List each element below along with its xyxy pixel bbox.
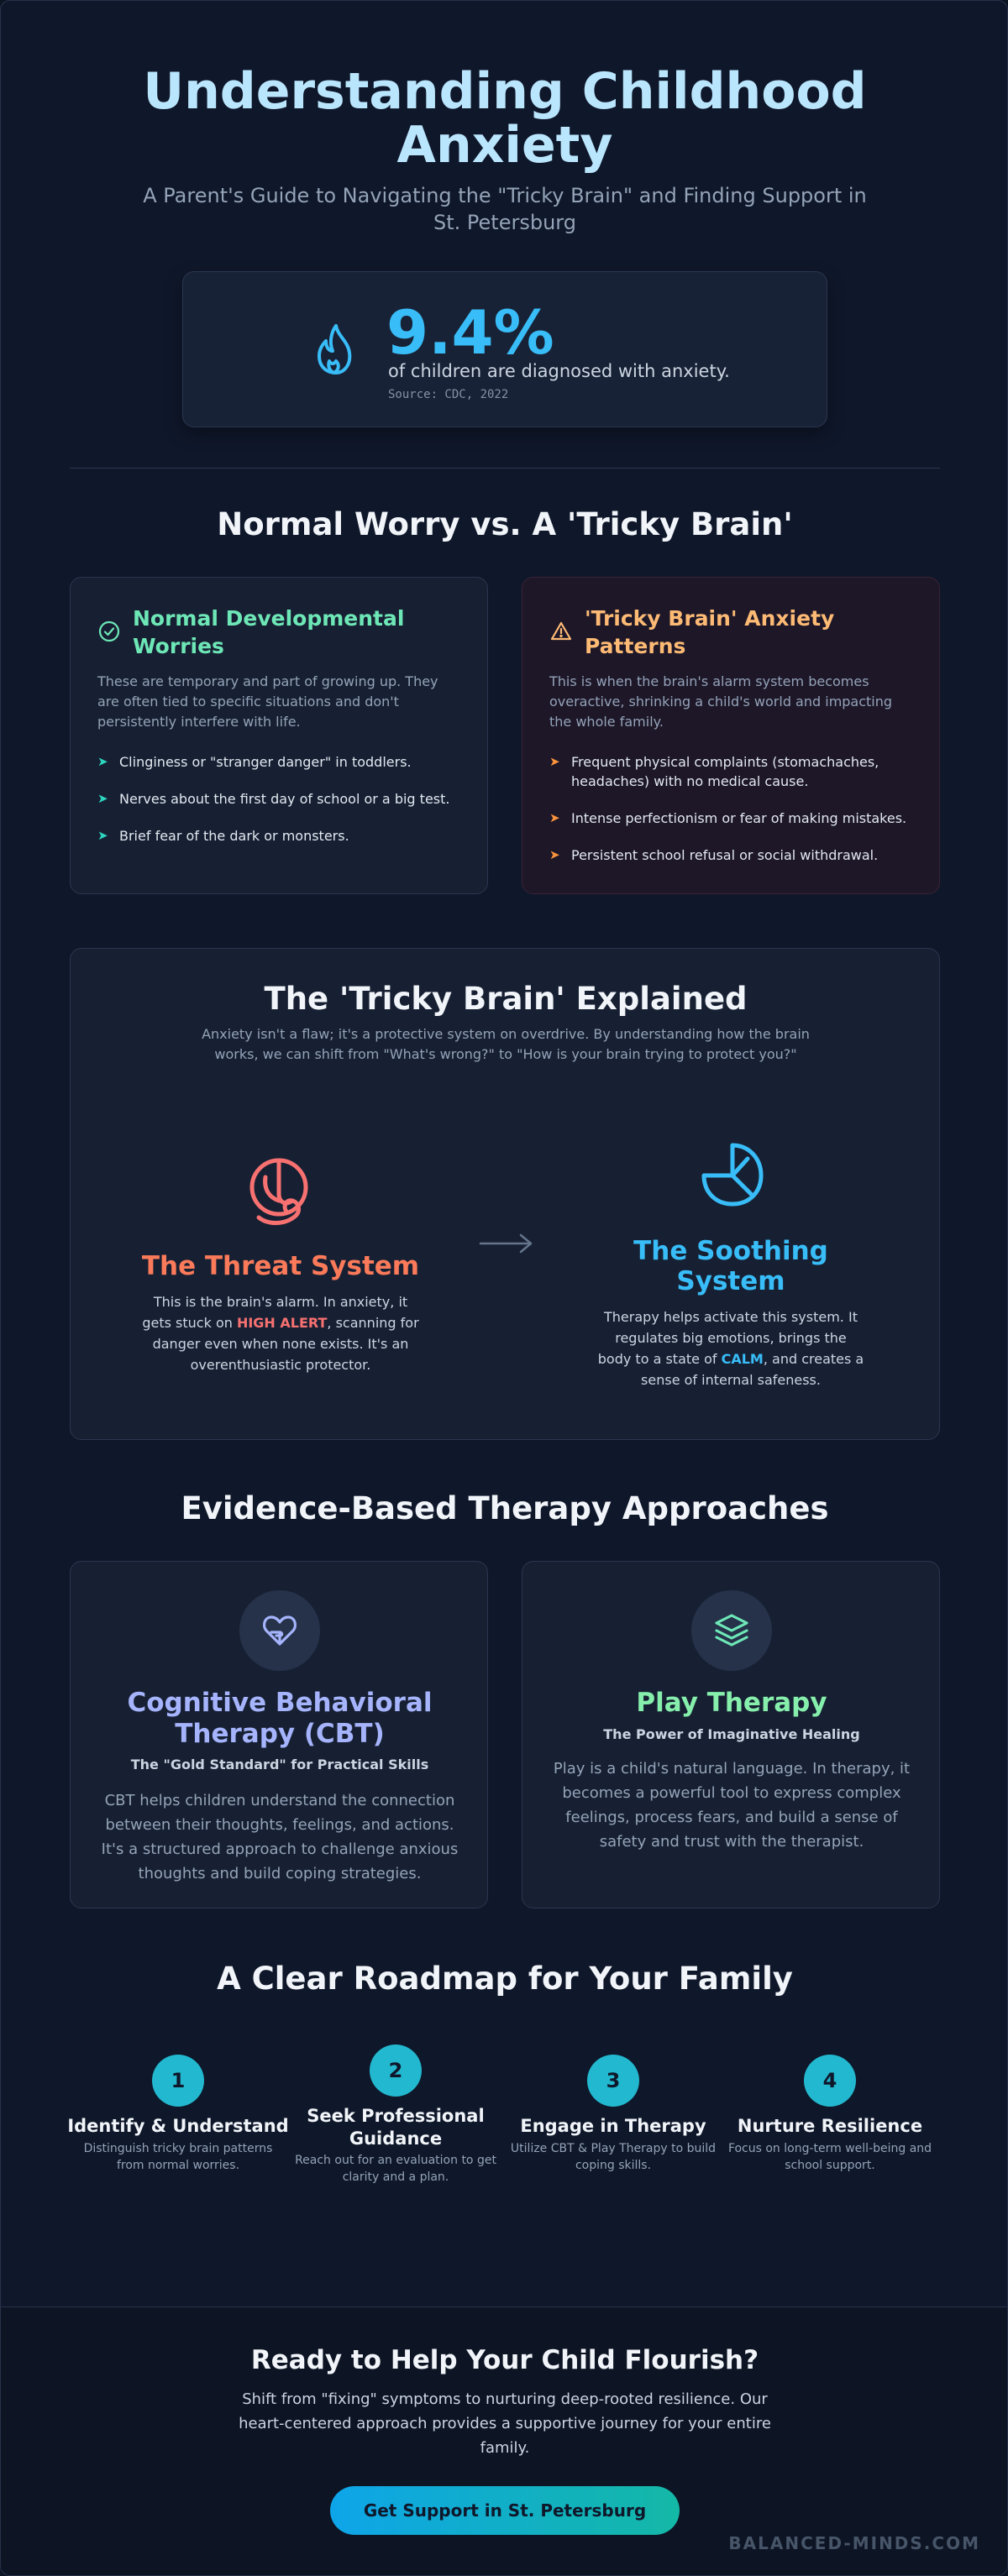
step-description: Reach out for an evaluation to get clari… <box>295 2154 496 2184</box>
page-subtitle: A Parent's Guide to Navigating the "Tric… <box>143 184 867 234</box>
arrow-right-icon <box>479 1233 533 1254</box>
stat-card: 9.4% of children are diagnosed with anxi… <box>182 271 827 427</box>
roadmap-title: A Clear Roadmap for Your Family <box>217 1961 793 1997</box>
section-divider <box>70 468 940 469</box>
warning-triangle-icon <box>550 621 572 641</box>
stat-text: of children are diagnosed with anxiety. <box>388 361 730 381</box>
calm-highlight: CALM <box>721 1351 764 1367</box>
brand-url: BALANCED-MINDS.COM <box>728 2533 980 2553</box>
step-number-badge: 4 <box>804 2055 856 2107</box>
flame-icon <box>318 324 352 374</box>
get-support-button[interactable]: Get Support in St. Petersburg <box>330 2486 680 2535</box>
soothing-system-description: Therapy helps activate this system. It r… <box>597 1309 864 1388</box>
stat-value: 9.4% <box>386 297 554 368</box>
comparison-title: Normal Worry vs. A 'Tricky Brain' <box>217 506 793 542</box>
layers-icon <box>715 1614 748 1647</box>
soothing-shell-icon <box>701 1143 764 1207</box>
step-description: Utilize CBT & Play Therapy to build copi… <box>510 2142 717 2172</box>
chevron-right-icon: ➤ <box>549 847 560 862</box>
step-number-badge: 1 <box>152 2055 204 2107</box>
cbt-icon-badge <box>239 1590 320 1671</box>
normal-worries-description: These are temporary and part of growing … <box>97 673 438 730</box>
list-item: ➤Persistent school refusal or social wit… <box>549 847 879 863</box>
explained-description: Anxiety isn't a flaw; it's a protective … <box>202 1026 810 1062</box>
play-therapy-subtitle: The Power of Imaginative Healing <box>603 1726 860 1742</box>
step-title: Nurture Resilience <box>737 2116 923 2136</box>
play-therapy-icon-badge <box>691 1590 772 1671</box>
step-number-badge: 3 <box>587 2055 639 2107</box>
chevron-right-icon: ➤ <box>97 791 108 806</box>
normal-worries-card: Normal Developmental Worries These are t… <box>70 577 488 894</box>
chevron-right-icon: ➤ <box>97 754 108 769</box>
page-title-line1: Understanding Childhood <box>143 62 867 121</box>
list-item: ➤Brief fear of the dark or monsters. <box>97 828 349 844</box>
cta-title: Ready to Help Your Child Flourish? <box>250 2345 759 2375</box>
step-title: Identify & Understand <box>67 2116 289 2136</box>
cbt-description: CBT helps children understand the connec… <box>101 1792 459 1882</box>
page-title: Understanding Childhood Anxiety <box>1 62 1007 175</box>
cbt-title: Cognitive Behavioral Therapy (CBT) <box>127 1688 433 1749</box>
list-item: ➤Clinginess or "stranger danger" in todd… <box>97 754 412 770</box>
step-title: Engage in Therapy <box>520 2116 706 2136</box>
tricky-brain-card: 'Tricky Brain' Anxiety Patterns This is … <box>522 577 940 894</box>
normal-worries-list: ➤Clinginess or "stranger danger" in todd… <box>97 752 467 863</box>
play-therapy-description: Play is a child's natural language. In t… <box>553 1760 911 1851</box>
therapy-title: Evidence-Based Therapy Approaches <box>181 1490 829 1526</box>
step-title: Seek Professional Guidance <box>307 2106 485 2149</box>
tricky-brain-explained-panel: The 'Tricky Brain' Explained Anxiety isn… <box>70 948 940 1440</box>
cbt-subtitle: The "Gold Standard" for Practical Skills <box>130 1757 429 1772</box>
chevron-right-icon: ➤ <box>549 810 560 825</box>
explained-title: The 'Tricky Brain' Explained <box>264 981 748 1017</box>
page-title-line2: Anxiety <box>396 116 613 175</box>
step-description: Focus on long-term well-being and school… <box>727 2142 932 2172</box>
brain-alarm-icon <box>249 1158 308 1225</box>
cbt-card: Cognitive Behavioral Therapy (CBT) The "… <box>70 1561 488 1908</box>
list-item: ➤Intense perfectionism or fear of making… <box>549 810 907 826</box>
step-number-badge: 2 <box>370 2045 422 2097</box>
play-therapy-title: Play Therapy <box>636 1688 827 1718</box>
soothing-system-title: The Soothing System <box>633 1236 828 1296</box>
tricky-brain-title: 'Tricky Brain' Anxiety Patterns <box>585 606 835 658</box>
cta-description: Shift from "fixing" symptoms to nurturin… <box>239 2390 771 2457</box>
tricky-brain-list: ➤Frequent physical complaints (stomachac… <box>549 752 919 882</box>
tricky-brain-description: This is when the brain's alarm system be… <box>549 673 893 730</box>
list-item: ➤Nerves about the first day of school or… <box>97 791 450 807</box>
chevron-right-icon: ➤ <box>549 754 560 769</box>
stat-source: Source: CDC, 2022 <box>388 388 509 401</box>
threat-system-title: The Threat System <box>141 1251 420 1281</box>
check-circle-icon <box>98 620 120 642</box>
footer-divider <box>1 2306 1007 2307</box>
high-alert-highlight: HIGH ALERT <box>236 1315 328 1331</box>
step-description: Distinguish tricky brain patterns from n… <box>83 2142 273 2172</box>
normal-worries-title: Normal Developmental Worries <box>133 606 405 658</box>
list-item: ➤Frequent physical complaints (stomachac… <box>549 754 879 789</box>
play-therapy-card: Play Therapy The Power of Imaginative He… <box>522 1561 940 1908</box>
threat-system-description: This is the brain's alarm. In anxiety, i… <box>142 1294 419 1373</box>
heart-hand-icon <box>262 1615 297 1646</box>
chevron-right-icon: ➤ <box>97 828 108 843</box>
